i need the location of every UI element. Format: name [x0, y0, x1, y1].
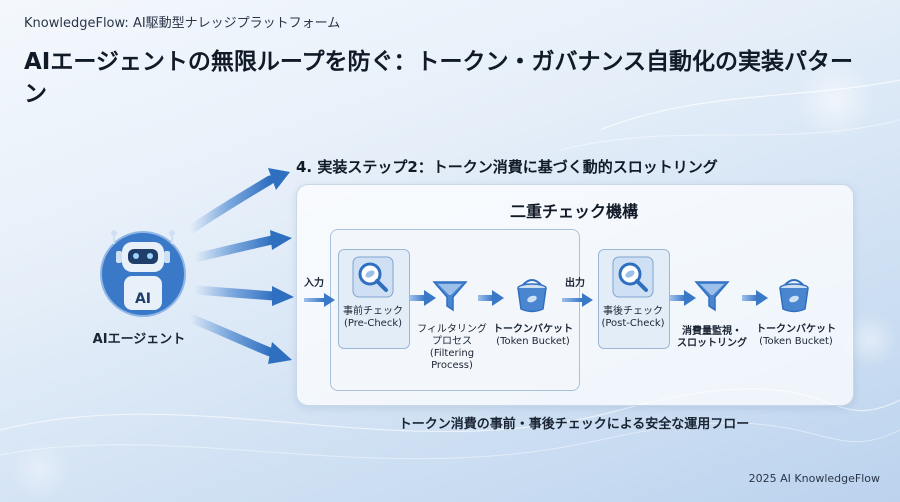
- pre-check-label: 事前チェック: [343, 306, 403, 317]
- token-bucket-icon: [779, 279, 809, 313]
- step-title: 4. 実装ステップ2：トークン消費に基づく動的スロットリング: [296, 158, 718, 176]
- flow-arrow-icon: [478, 290, 504, 306]
- flow-arrow-icon: [410, 290, 436, 306]
- pre-check-sub: (Pre-Check): [343, 318, 403, 329]
- monitor-label-2: スロットリング: [677, 338, 747, 349]
- magnifier-icon: [352, 256, 394, 298]
- filtering-label-3: (Filtering: [429, 348, 475, 359]
- monitor-label-1: 消費量監視・: [682, 326, 742, 337]
- input-label: 入力: [304, 278, 324, 289]
- output-label: 出力: [565, 278, 585, 289]
- input-arrow-icon: [304, 293, 335, 307]
- brand-name: KnowledgeFlow: AI駆動型ナレッジプラットフォーム: [24, 16, 341, 31]
- bucket1-sub: (Token Bucket): [496, 336, 570, 347]
- bucket2-sub: (Token Bucket): [759, 336, 833, 347]
- token-bucket-icon: [517, 279, 547, 313]
- flow-arrow-icon: [742, 290, 768, 306]
- filtering-label-1: フィルタリング: [417, 324, 487, 335]
- post-check-label: 事後チェック: [603, 306, 663, 317]
- bucket1-label: トークンバケット: [493, 324, 573, 335]
- robot-agent-icon: [100, 230, 186, 317]
- mechanism-title: 二重チェック機構: [509, 202, 638, 221]
- post-check-sub: (Post-Check): [601, 318, 665, 329]
- output-arrow-icon: [562, 293, 593, 307]
- page-title: AIエージェントの無限ループを防ぐ：トークン・ガバナンス自動化の実装パターン: [24, 49, 854, 107]
- agent-badge: AI: [134, 291, 152, 307]
- agent-label: AIエージェント: [92, 332, 186, 347]
- throttle-funnel-icon: [694, 281, 730, 312]
- flow-caption: トークン消費の事前・事後チェックによる安全な運用フロー: [398, 417, 750, 432]
- bucket2-label: トークンバケット: [756, 324, 836, 335]
- magnifier-icon: [612, 256, 654, 298]
- filtering-label-4: Process): [431, 360, 473, 371]
- flow-arrow-icon: [670, 290, 696, 306]
- copyright: 2025 AI KnowledgeFlow: [748, 472, 880, 485]
- filter-funnel-icon: [432, 281, 468, 312]
- filtering-label-2: プロセス: [432, 336, 472, 347]
